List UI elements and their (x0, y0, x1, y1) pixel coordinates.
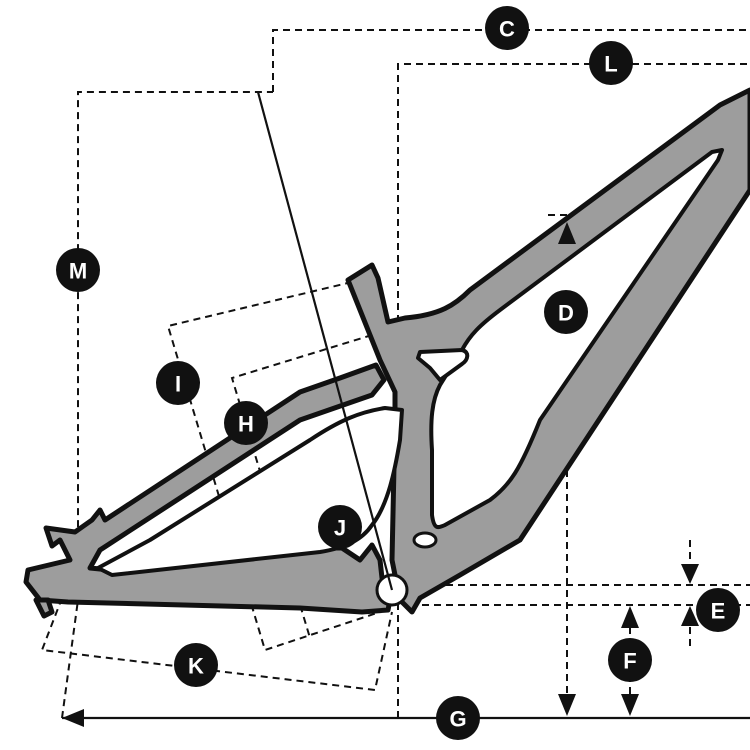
svg-text:E: E (711, 599, 726, 624)
arrow-down-icon (558, 694, 576, 716)
svg-text:I: I (175, 372, 181, 397)
arrow-up-icon (681, 606, 699, 626)
dim-g-group (62, 709, 750, 727)
svg-text:J: J (334, 516, 346, 541)
svg-text:G: G (449, 707, 466, 732)
svg-text:H: H (238, 412, 254, 437)
shock-mount (416, 348, 470, 382)
bike-frame (23, 87, 750, 619)
badge-m: M (56, 248, 100, 292)
front-triangle-hole (429, 148, 724, 530)
badge-j: J (318, 505, 362, 549)
arrow-up-icon (558, 222, 576, 244)
cable-port (412, 531, 438, 549)
arrow-down-icon (621, 694, 639, 716)
arrow-left-icon (62, 709, 84, 727)
arrowheads (558, 222, 699, 716)
badge-h: H (224, 401, 268, 445)
arrow-down-icon (681, 564, 699, 584)
badge-i: I (156, 361, 200, 405)
svg-text:D: D (558, 301, 574, 326)
badge-c: C (485, 6, 529, 50)
svg-text:M: M (69, 259, 87, 284)
badge-f: F (608, 638, 652, 682)
arrow-up-icon (621, 606, 639, 628)
svg-text:L: L (604, 52, 617, 77)
badge-k: K (174, 643, 218, 687)
dim-c-line (272, 29, 750, 92)
dim-m-line (61, 91, 273, 719)
svg-text:K: K (188, 654, 204, 679)
dim-k-line (40, 597, 393, 692)
svg-text:F: F (623, 649, 636, 674)
dropout (33, 597, 55, 619)
svg-text:C: C (499, 17, 515, 42)
badge-d: D (544, 290, 588, 334)
badge-l: L (589, 41, 633, 85)
badge-g: G (436, 696, 480, 740)
badge-e: E (696, 588, 740, 632)
seat-tube-axis (256, 91, 394, 591)
